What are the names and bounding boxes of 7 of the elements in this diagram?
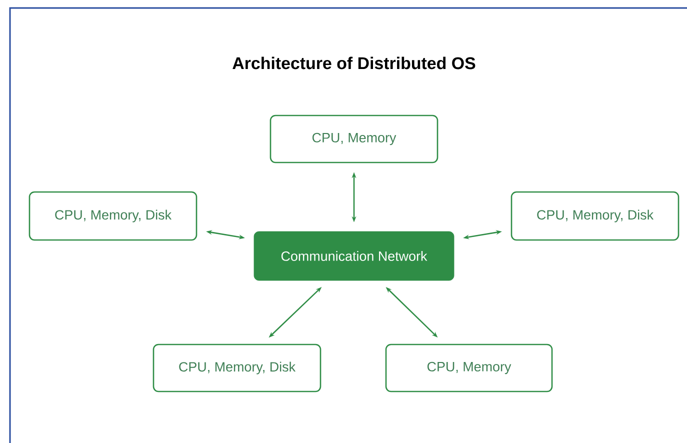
process-box: CPU, Memory (270, 114, 438, 164)
title: Architecture of Distributed OS (232, 56, 476, 70)
process-box: CPU, Memory, Disk (28, 191, 198, 241)
process-box: CPU, Memory (385, 344, 553, 392)
process-box: CPU, Memory, Disk (510, 191, 680, 241)
network-box: Communication Network (254, 231, 454, 281)
process-box: CPU, Memory, Disk (152, 344, 322, 392)
